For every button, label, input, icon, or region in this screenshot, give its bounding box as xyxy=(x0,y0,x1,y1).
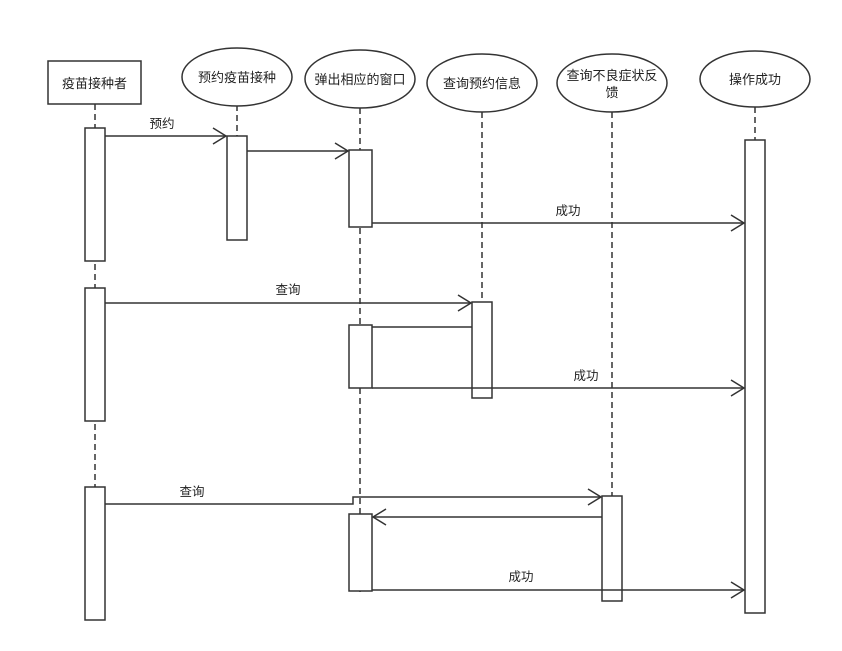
participant-query-booking xyxy=(426,53,538,113)
message-query-2-label: 查询 xyxy=(179,484,204,499)
message-success-3-label: 成功 xyxy=(508,569,533,584)
arrowhead xyxy=(587,488,603,506)
participant-success xyxy=(699,50,811,108)
message-success-1-label: 成功 xyxy=(555,203,580,218)
participant-query-booking-label: 查询预约信息 xyxy=(443,76,521,92)
participant-book-vaccine-label: 预约疫苗接种 xyxy=(198,70,276,86)
participant-vaccinee xyxy=(47,60,142,105)
activation-query-booking xyxy=(471,301,493,399)
participant-popup-window-label: 弹出相应的窗口 xyxy=(314,72,405,88)
arrowhead xyxy=(334,142,350,160)
activation-vaccinee-2 xyxy=(84,287,106,422)
participant-query-adverse-label-line2: 馈 xyxy=(605,86,618,101)
message-query-2 xyxy=(105,496,601,505)
message-success-2-label: 成功 xyxy=(573,368,598,383)
activation-popup-1 xyxy=(348,149,373,228)
participant-query-adverse-label-line1: 查询不良症状反 xyxy=(566,68,657,84)
activation-book-vaccine xyxy=(226,135,248,241)
activation-query-adverse xyxy=(601,495,623,602)
arrowhead xyxy=(212,127,228,145)
arrowhead xyxy=(371,508,387,526)
activation-popup-3 xyxy=(348,513,373,592)
message-query-1-label: 查询 xyxy=(275,282,300,297)
participant-query-adverse xyxy=(556,53,668,113)
participant-vaccinee-label: 疫苗接种者 xyxy=(62,76,127,92)
activation-popup-2 xyxy=(348,324,373,389)
activation-success xyxy=(744,139,766,614)
activation-vaccinee-3 xyxy=(84,486,106,621)
participant-book-vaccine xyxy=(181,47,293,107)
arrowhead xyxy=(730,214,746,232)
activation-vaccinee-1 xyxy=(84,127,106,262)
arrowhead xyxy=(730,379,746,397)
message-book-label: 预约 xyxy=(149,116,174,131)
arrowhead xyxy=(457,294,473,312)
arrowhead xyxy=(730,581,746,599)
participant-popup-window xyxy=(304,49,416,109)
participant-success-label: 操作成功 xyxy=(729,72,781,88)
